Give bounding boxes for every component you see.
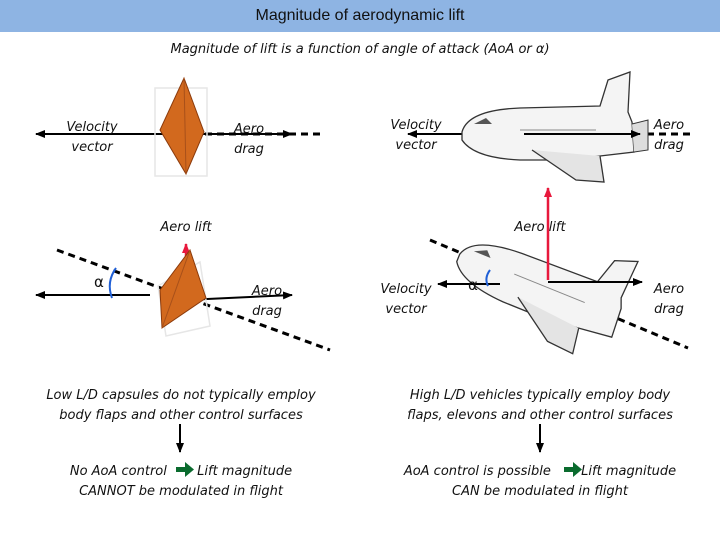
shuttle-bottom-velocity-label: Velocity vector — [380, 282, 432, 317]
capsule-top-velocity-label: Velocity vector — [66, 120, 118, 155]
shuttle-top-drag-label: Aero drag — [653, 118, 685, 153]
capsule-bottom-diagram — [35, 243, 331, 352]
right-conclusion-part2: Lift magnitude — [577, 464, 677, 479]
capsule-bottom-lift-label: Aero lift — [160, 220, 212, 235]
capsule-top-diagram — [35, 76, 320, 177]
page-title: Magnitude of aerodynamic lift — [255, 7, 465, 24]
subtitle: Magnitude of lift is a function of angle… — [170, 42, 550, 57]
shuttle-bottom-dashed-axis — [429, 238, 689, 350]
capsule-bottom-ridge — [161, 249, 191, 329]
header-bar: Magnitude of aerodynamic lift — [0, 0, 720, 32]
shuttle-top-velocity-label: Velocity vector — [390, 118, 442, 153]
shuttle-bottom-alpha-arc — [485, 269, 491, 287]
capsule-bottom-drag-label: Aero drag — [251, 284, 283, 319]
left-description: Low L/D capsules do not typically employ… — [46, 388, 316, 423]
left-conclusion: No AoA control Lift magnitude CANNOT be … — [14, 462, 348, 502]
capsule-bottom-alpha-label: α — [94, 273, 104, 291]
shuttle-top-icon — [461, 71, 649, 183]
shuttle-top-diagram — [407, 71, 690, 183]
capsule-top-drag-label: Aero drag — [233, 122, 265, 157]
capsule-top-ridge — [183, 77, 187, 175]
shuttle-bottom-diagram — [429, 187, 689, 355]
left-conclusion-part2: Lift magnitude — [193, 464, 293, 479]
right-conclusion-part1: AoA control is possible — [403, 464, 556, 479]
capsule-bottom-icon — [159, 248, 207, 329]
shuttle-bottom-drag-label: Aero drag — [653, 282, 685, 317]
shuttle-bottom-lift-label: Aero lift — [514, 220, 566, 235]
capsule-bottom-alpha-arc — [108, 267, 117, 299]
left-conclusion-part1: No AoA control — [69, 464, 172, 479]
right-conclusion-line2: CAN be modulated in flight — [452, 484, 628, 499]
right-description: High L/D vehicles typically employ body … — [407, 388, 673, 423]
left-conclusion-line2: CANNOT be modulated in flight — [79, 484, 283, 499]
capsule-top-icon — [159, 76, 205, 176]
right-conclusion: AoA control is possible Lift magnitude C… — [372, 462, 708, 502]
right-implies-arrow — [564, 462, 582, 477]
shuttle-bottom-icon — [456, 244, 639, 355]
shuttle-bottom-alpha-label: α — [468, 276, 478, 294]
left-implies-arrow — [176, 462, 194, 477]
